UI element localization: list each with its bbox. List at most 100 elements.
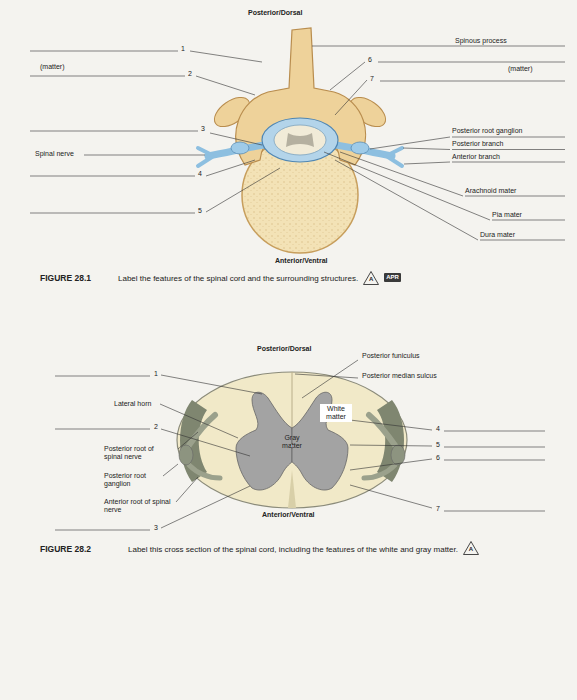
- orientation-label-text: Posterior/Dorsal: [248, 9, 302, 16]
- icon-badge-text: A: [463, 541, 479, 552]
- leader-lines: [30, 46, 565, 240]
- icon-badge: A: [463, 541, 479, 555]
- figure-caption: Label the features of the spinal cord an…: [118, 274, 358, 283]
- apr-badge: APR: [384, 273, 401, 282]
- part-label-text: Dura mater: [480, 231, 515, 238]
- part-label: Posterior branch: [452, 140, 503, 148]
- callout-number-text: 3: [201, 125, 205, 132]
- part-label-text: Posterior median sulcus: [362, 372, 437, 379]
- anterior-root: [364, 465, 395, 478]
- part-label-text: Posterior funiculus: [362, 352, 420, 359]
- part-label: (matter): [40, 63, 65, 71]
- callout-number: 1: [181, 45, 185, 53]
- callout-number: 7: [436, 505, 440, 513]
- part-label: Posterior root ganglion: [452, 127, 522, 135]
- callout-number-text: 7: [436, 505, 440, 512]
- part-label: Spinal nerve: [35, 150, 74, 158]
- apr-badge-text: APR: [386, 274, 399, 280]
- icon-badge: A: [363, 271, 379, 285]
- posterior-root: [187, 415, 215, 448]
- part-label: Posterior root ganglion: [104, 472, 159, 488]
- orientation-label-text: Posterior/Dorsal: [257, 345, 311, 352]
- part-label: Dura mater: [480, 231, 515, 239]
- part-label-text: Posterior root ganglion: [104, 472, 146, 487]
- part-label-text: (matter): [508, 65, 533, 72]
- callout-number-text: 1: [181, 45, 185, 52]
- callout-number: 3: [154, 524, 158, 532]
- callout-number-text: 1: [154, 370, 158, 377]
- leader-lines: [55, 360, 545, 530]
- part-label: Anterior branch: [452, 153, 500, 161]
- part-label-text: Spinal nerve: [35, 150, 74, 157]
- anterior-root: [189, 465, 220, 478]
- part-label: Posterior funiculus: [362, 352, 420, 360]
- icon-badge-text: A: [363, 271, 379, 282]
- part-label-text: Lateral horn: [114, 400, 151, 407]
- part-label-text: Posterior root of spinal nerve: [104, 445, 154, 460]
- callout-number-text: 5: [198, 207, 202, 214]
- callout-number-text: 4: [436, 425, 440, 432]
- part-label: Posterior root of spinal nerve: [104, 445, 172, 461]
- nerve-branches: [198, 148, 212, 166]
- orientation-label: Posterior/Dorsal: [257, 345, 311, 353]
- part-label: Anterior root of spinal nerve: [104, 498, 172, 514]
- root-ganglion: [351, 142, 369, 154]
- callout-number: 5: [198, 207, 202, 215]
- callout-number: 6: [368, 56, 372, 64]
- orientation-label: Anterior/Ventral: [275, 257, 328, 265]
- meninges: [262, 118, 338, 162]
- callout-number: 5: [436, 441, 440, 449]
- callout-number-text: 2: [154, 423, 158, 430]
- callout-number: 4: [436, 425, 440, 433]
- figure-caption: Label this cross section of the spinal c…: [128, 545, 458, 554]
- anterior-fissure: [288, 470, 296, 508]
- figure-number: FIGURE 28.2: [40, 545, 91, 555]
- part-label-text: Arachnoid mater: [465, 187, 516, 194]
- part-label: (matter): [508, 65, 533, 73]
- callout-number: 2: [154, 423, 158, 431]
- callout-number-text: 5: [436, 441, 440, 448]
- vertebra-figure: [198, 28, 402, 253]
- callout-number: 6: [436, 454, 440, 462]
- white-matter: [177, 372, 407, 508]
- callout-number: 2: [188, 70, 192, 78]
- orientation-label: Anterior/Ventral: [262, 511, 315, 519]
- spinal-cord: [274, 125, 326, 155]
- part-label-text: Anterior branch: [452, 153, 500, 160]
- figure-number: FIGURE 28.1: [40, 274, 91, 284]
- callout-number-text: 6: [436, 454, 440, 461]
- callout-number: 1: [154, 370, 158, 378]
- callout-number-text: 3: [154, 524, 158, 531]
- callout-number-text: 4: [198, 170, 202, 177]
- figure-caption-text: Label this cross section of the spinal c…: [128, 545, 458, 554]
- root-ganglion: [231, 142, 249, 154]
- gray-matter: [236, 392, 292, 490]
- figure-caption-text: Label the features of the spinal cord an…: [118, 274, 358, 283]
- part-label-text: Anterior root of spinal nerve: [104, 498, 171, 513]
- cord-section-figure: [177, 372, 407, 508]
- figure-number-text: FIGURE 28.2: [40, 544, 91, 554]
- part-label-text: Gray matter: [282, 434, 302, 449]
- median-sulcus: [292, 372, 293, 428]
- part-label: Gray matter: [278, 434, 306, 450]
- part-label-text: Spinous process: [455, 37, 507, 44]
- part-label-text: Pia mater: [492, 211, 522, 218]
- posterior-root: [369, 415, 397, 448]
- figure-number-text: FIGURE 28.1: [40, 273, 91, 283]
- part-label: Arachnoid mater: [465, 187, 516, 195]
- callout-number-text: 6: [368, 56, 372, 63]
- gray-matter: [286, 133, 314, 147]
- callout-number-text: 7: [370, 75, 374, 82]
- callout-number: 4: [198, 170, 202, 178]
- part-label-text: White matter: [326, 405, 346, 420]
- part-label: Pia mater: [492, 211, 522, 219]
- part-label: Posterior median sulcus: [362, 372, 437, 380]
- callout-number-text: 2: [188, 70, 192, 77]
- callout-number: 7: [370, 75, 374, 83]
- nerve-branches: [388, 148, 402, 166]
- part-label: Lateral horn: [114, 400, 151, 408]
- orientation-label: Posterior/Dorsal: [248, 9, 302, 17]
- root-ganglion: [179, 445, 193, 465]
- part-label-text: Posterior root ganglion: [452, 127, 522, 134]
